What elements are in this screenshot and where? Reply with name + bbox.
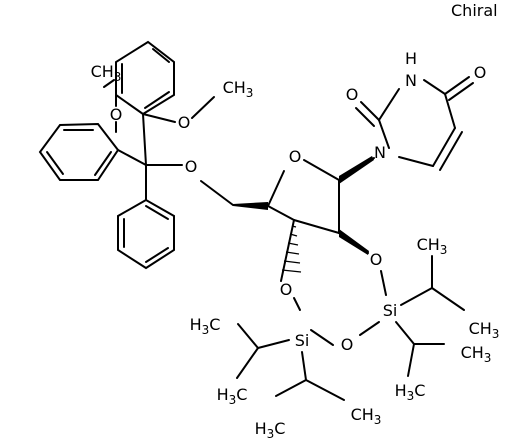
atom-o-methoxy-a: O xyxy=(178,113,191,132)
atom-o-methoxy-b: O xyxy=(110,105,123,124)
group-ch3-methoxy-b: CH3 xyxy=(91,62,122,84)
atom-o-3prime: O xyxy=(280,280,293,299)
atom-labels: N N H O O O O O O O Si Si O CH3 O CH3 H3… xyxy=(91,49,500,440)
atom-o-2prime: O xyxy=(370,250,383,269)
group-ch3-ipr-2: CH3 xyxy=(417,235,448,257)
atom-o-c2: O xyxy=(346,85,359,104)
atom-o-5prime: O xyxy=(185,157,198,176)
group-ch3-ipr-3: CH3 xyxy=(469,319,500,341)
group-ch3-methoxy-a: CH3 xyxy=(223,78,254,100)
atom-n3: N xyxy=(405,71,417,90)
atom-h-n3: H xyxy=(405,49,417,68)
atom-o-c4: O xyxy=(474,63,487,82)
group-h3c-ipr-3: H3C xyxy=(255,419,286,440)
chiral-flag: Chiral xyxy=(451,1,498,20)
stereo-bonds xyxy=(233,156,374,273)
atom-n1: N xyxy=(374,143,386,162)
group-h3c-ipr-4: H3C xyxy=(395,381,426,403)
group-ch3-ipr-4: CH3 xyxy=(461,343,492,365)
group-h3c-ipr-2: H3C xyxy=(217,385,248,407)
atom-si-b: Si xyxy=(295,331,310,350)
group-h3c-ipr-1: H3C xyxy=(190,315,221,337)
atom-o-bridge: O xyxy=(341,335,354,354)
atom-si-a: Si xyxy=(383,301,398,320)
bond-layer xyxy=(38,40,474,401)
atom-o-ring: O xyxy=(289,147,302,166)
group-ch3-ipr-1: CH3 xyxy=(351,405,382,427)
